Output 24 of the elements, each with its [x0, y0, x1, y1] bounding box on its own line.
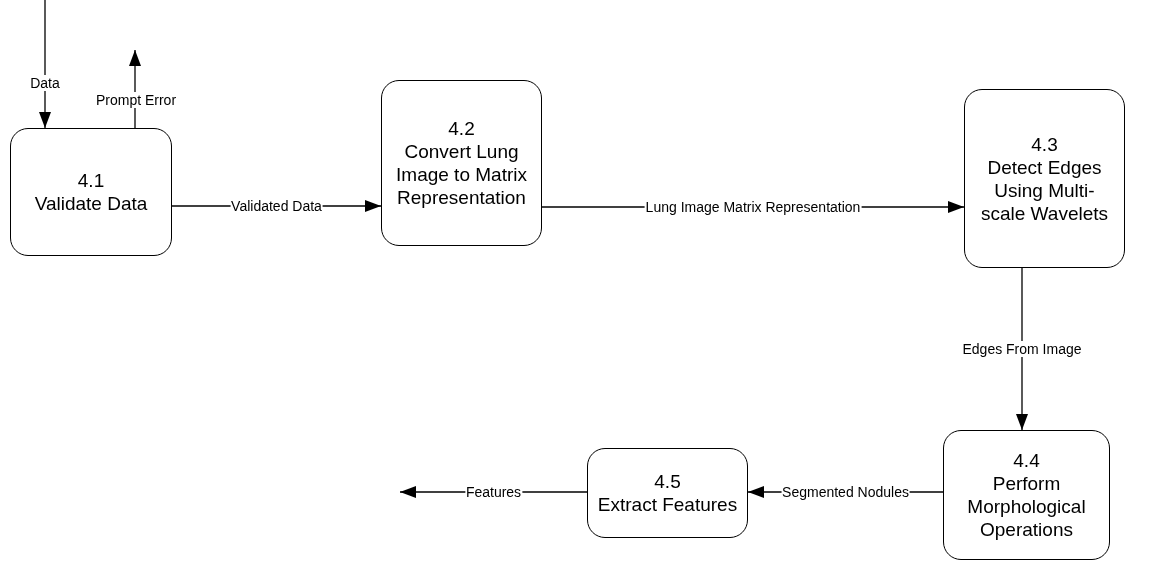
process-number: 4.1 [77, 169, 105, 192]
process-name: Perform Morphological Operations [966, 472, 1087, 541]
edge-label: Prompt Error [94, 92, 178, 108]
process-name: Detect Edges Using Multi-scale Wavelets [979, 155, 1110, 225]
arrow [39, 0, 51, 129]
arrow [1016, 267, 1028, 431]
process-box [10, 128, 172, 256]
edge-label: Features [464, 484, 523, 500]
process-name: Validate Data [34, 192, 148, 215]
process-number: 4.5 [654, 470, 681, 493]
edge-label: Data [29, 75, 61, 91]
edge-label: Lung Image Matrix Representation [644, 199, 862, 215]
process-name: Extract Features [597, 493, 738, 516]
edge-label: Validated Data [230, 198, 323, 214]
process-box [587, 448, 748, 538]
process-name: Convert Lung Image to Matrix Representation [395, 140, 528, 209]
edge-label: Segmented Nodules [781, 484, 910, 500]
process-number: 4.4 [1013, 449, 1040, 472]
process-box [964, 89, 1125, 268]
process-box [381, 80, 542, 246]
process-number: 4.3 [1031, 132, 1058, 156]
process-box [943, 430, 1110, 560]
process-number: 4.2 [448, 117, 475, 140]
edge-label: Edges From Image [961, 341, 1083, 357]
